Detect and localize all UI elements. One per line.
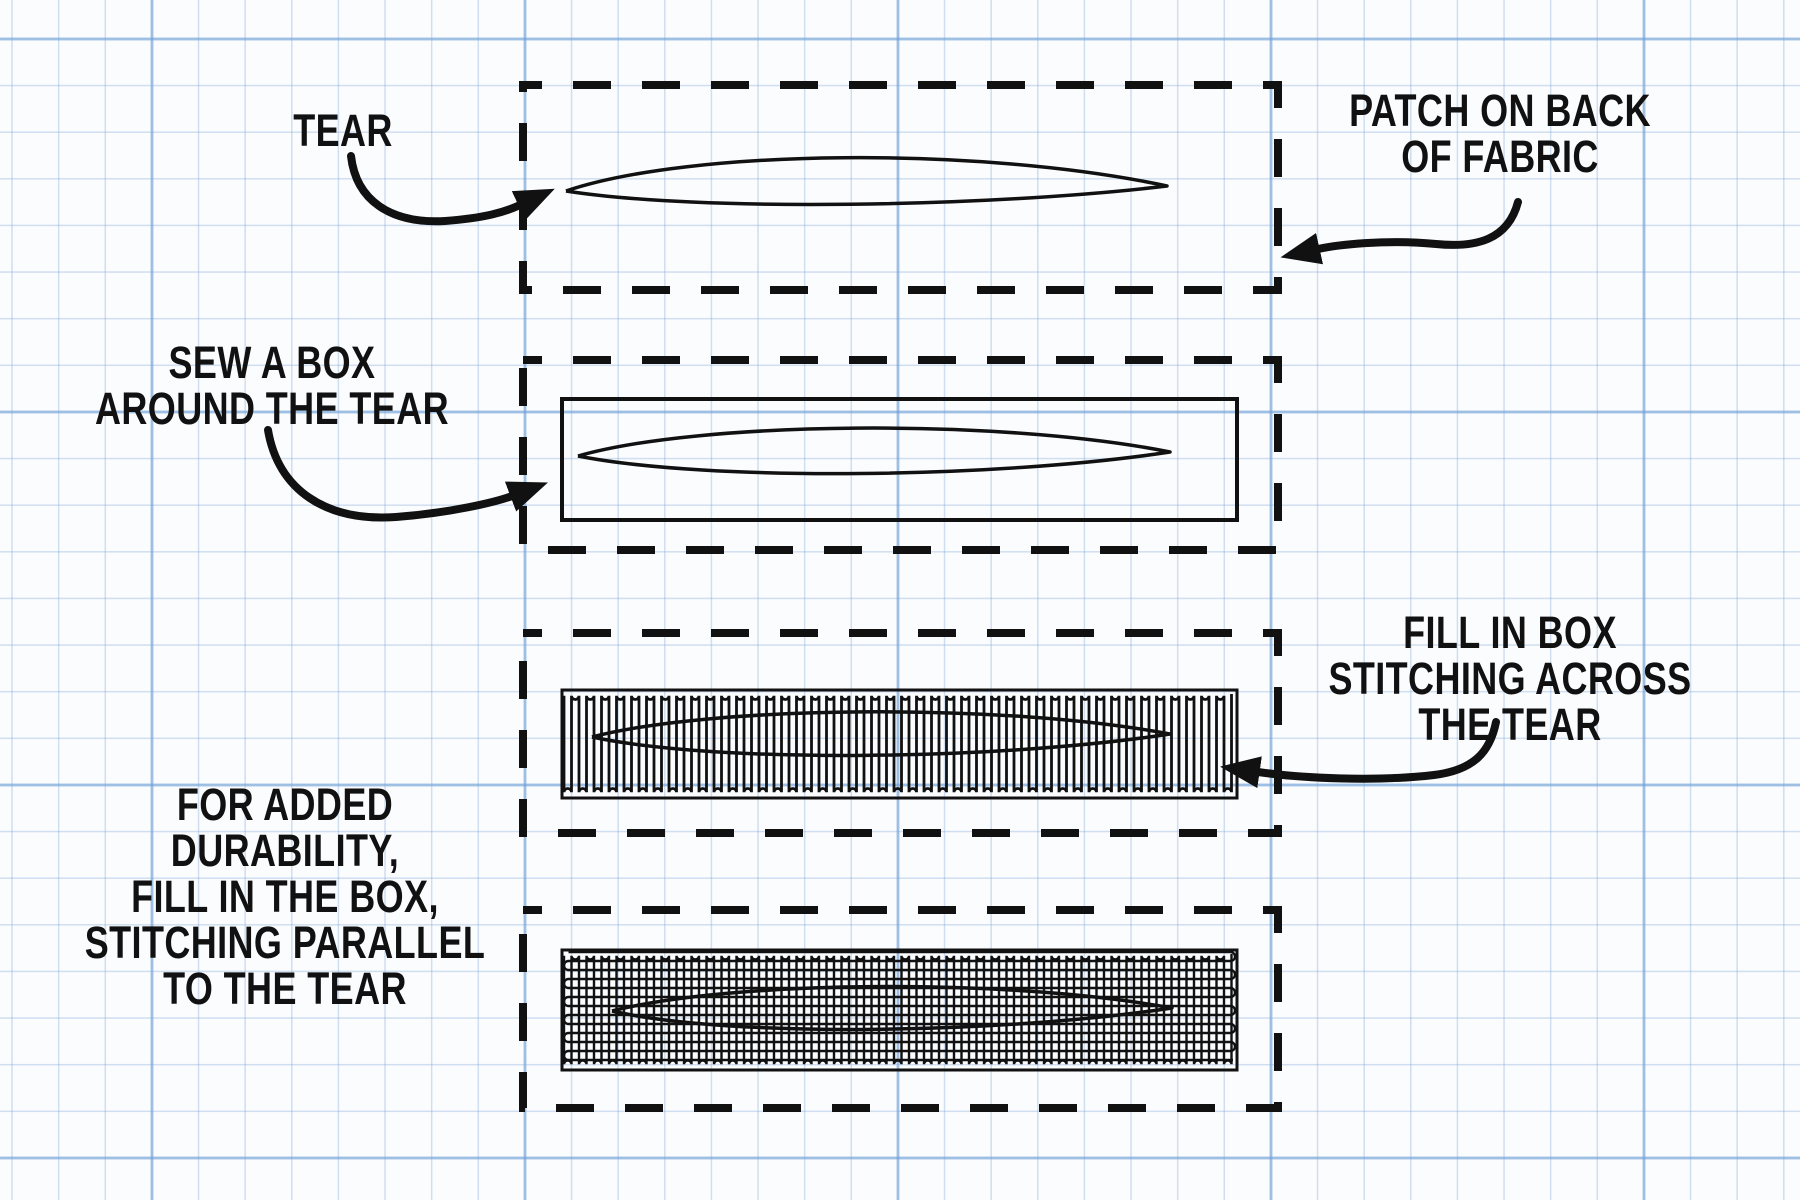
stitched-box-outline-step3 [560, 688, 1239, 800]
tear-shape-step2 [577, 426, 1172, 476]
patch-on-back-label: PATCH ON BACK OF FABRIC [1349, 88, 1651, 180]
fill-across-label: FILL IN BOX STITCHING ACROSS THE TEAR [1328, 610, 1691, 748]
fill-across-label-line: STITCHING ACROSS [1328, 653, 1692, 704]
tear-label-line: TEAR [293, 105, 393, 156]
patch-on-back-arrow [1280, 198, 1522, 265]
vertical-stitching-fill [562, 694, 1233, 793]
sew-box-label-line: AROUND THE TEAR [95, 383, 449, 434]
sew-box-label-line: SEW A BOX [168, 337, 376, 388]
sew-box-label: SEW A BOX AROUND THE TEAR [95, 340, 449, 432]
fill-across-label-line: THE TEAR [1418, 699, 1602, 750]
patch-on-back-label-line: OF FABRIC [1401, 131, 1599, 182]
patch-outline-step4 [519, 906, 1282, 1112]
tear-arrow [347, 152, 555, 226]
tear-shape-step1 [565, 155, 1169, 207]
patch-on-back-label-line: PATCH ON BACK [1349, 85, 1651, 136]
fill-across-label-line: FILL IN BOX [1403, 607, 1617, 658]
fill-parallel-label: FOR ADDED DURABILITY, FILL IN THE BOX, S… [85, 782, 486, 1012]
stitched-box-outline-step4 [560, 948, 1239, 1072]
patch-outline-step3 [519, 629, 1282, 837]
tear-label: TEAR [293, 108, 393, 154]
tear-shape-step4 [611, 984, 1174, 1032]
fill-parallel-label-line: DURABILITY, [170, 825, 400, 876]
sewn-box-outline [560, 397, 1239, 522]
tear-shape-step3 [591, 710, 1172, 758]
fill-parallel-label-line: TO THE TEAR [163, 963, 407, 1014]
patch-outline-step2 [519, 356, 1282, 554]
fill-parallel-label-line: FOR ADDED [176, 779, 394, 830]
crosshatch-horizontal-fill [562, 950, 1237, 1062]
fill-stitch-arrow [1219, 718, 1500, 789]
fill-parallel-label-line: STITCHING PARALLEL [84, 917, 486, 968]
fill-parallel-label-line: FILL IN THE BOX, [131, 871, 439, 922]
sew-box-arrow [264, 426, 548, 522]
